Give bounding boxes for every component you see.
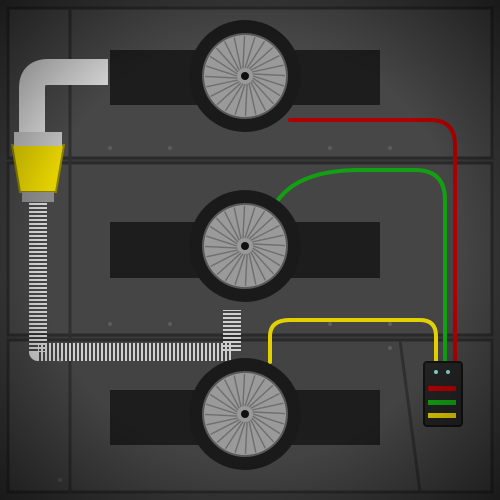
- fan-top-icon[interactable]: [189, 20, 301, 132]
- fan-bottom-icon[interactable]: [189, 358, 301, 470]
- fan-center-cap: [241, 72, 249, 80]
- fan-center-cap: [241, 242, 249, 250]
- controller-bar-yellow: [428, 413, 456, 418]
- funnel-rim-top: [14, 132, 62, 146]
- controller-box[interactable]: [423, 361, 463, 427]
- funnel-icon[interactable]: [10, 144, 66, 193]
- fan-center-cap: [241, 410, 249, 418]
- funnel-rim-bottom: [22, 192, 54, 202]
- controller-bar-red: [428, 386, 456, 391]
- controller-led-right: [446, 370, 450, 374]
- controller-bar-green: [428, 400, 456, 405]
- controller-led-left: [434, 370, 438, 374]
- fans: [189, 20, 301, 470]
- fan-middle-icon[interactable]: [189, 190, 301, 302]
